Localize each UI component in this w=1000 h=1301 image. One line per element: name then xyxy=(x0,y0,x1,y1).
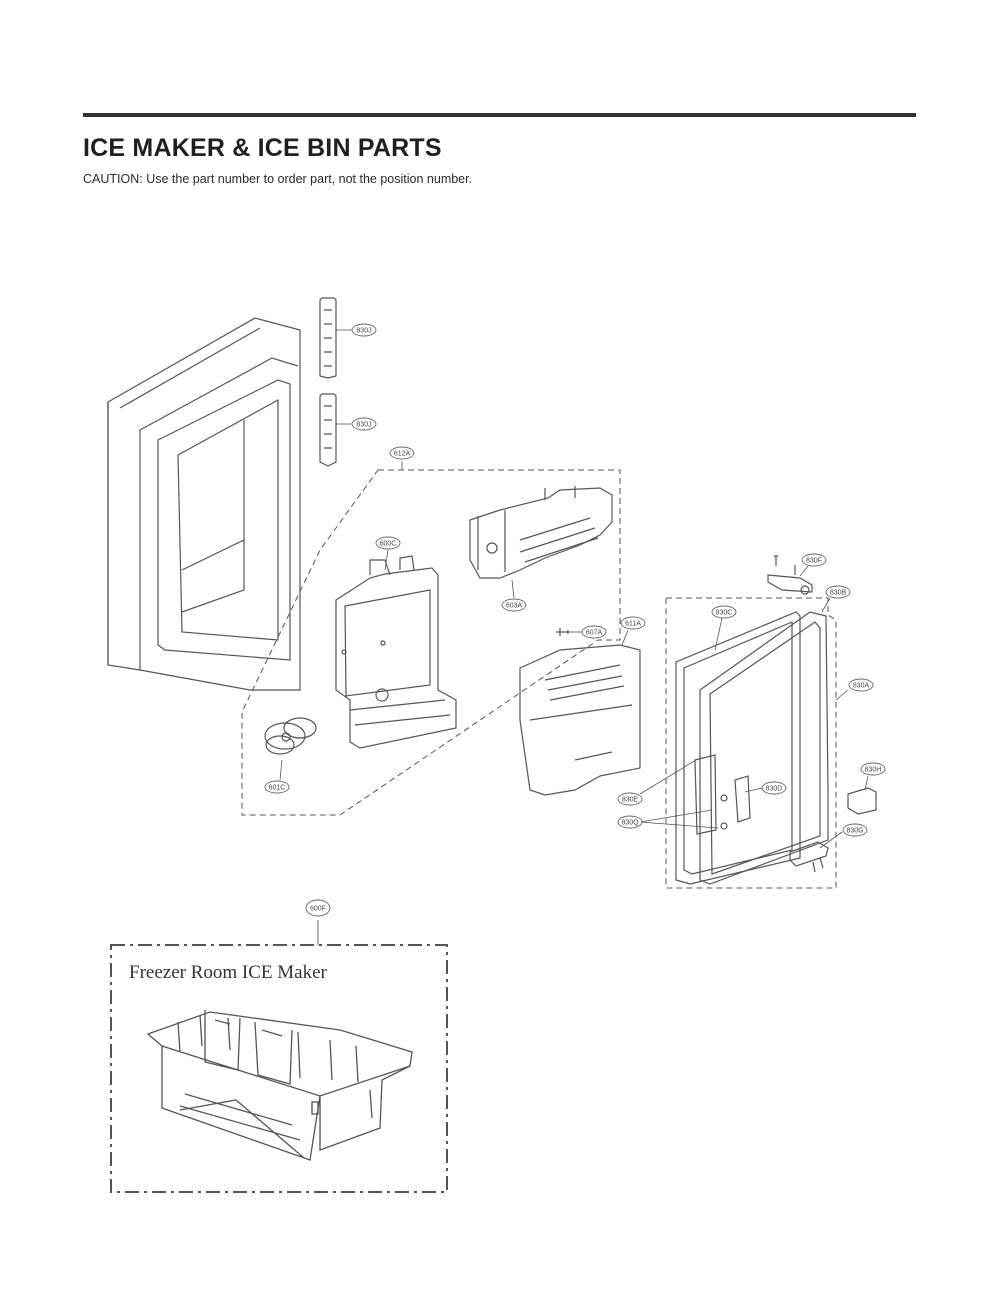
callout-bubbles: 830J 830J 612A 600C 603A 601C xyxy=(264,323,886,917)
callout-612a: 612A xyxy=(389,446,415,460)
callout-601c: 601C xyxy=(264,780,290,794)
callout-830b: 830B xyxy=(825,585,851,599)
screw-607a xyxy=(556,628,569,636)
callout-830f: 830F xyxy=(801,553,827,567)
callout-611a: 611A xyxy=(620,616,646,630)
freezer-icemaker-drawing xyxy=(146,1010,413,1161)
page-title: ICE MAKER & ICE BIN PARTS xyxy=(83,134,442,162)
svg-text:600C: 600C xyxy=(380,541,397,548)
svg-text:607A: 607A xyxy=(586,630,603,637)
svg-text:603A: 603A xyxy=(506,603,523,610)
header-rule xyxy=(83,113,916,117)
svg-text:830C: 830C xyxy=(716,610,733,617)
callout-600c: 600C xyxy=(375,536,401,550)
inset-frame xyxy=(110,944,448,1193)
callout-603a: 603A xyxy=(501,598,527,612)
svg-text:830E: 830E xyxy=(622,797,639,804)
svg-text:830D: 830D xyxy=(766,786,783,793)
door-liner-frame xyxy=(107,317,301,691)
bracket-830g xyxy=(789,841,829,873)
caution-note: CAUTION: Use the part number to order pa… xyxy=(83,172,473,186)
trim-strip-lower xyxy=(319,393,337,467)
svg-text:600F: 600F xyxy=(310,906,326,913)
icemaker-603a xyxy=(469,486,613,579)
callout-830j-top: 830J xyxy=(351,323,377,337)
trim-strip-upper xyxy=(319,297,337,379)
svg-text:611A: 611A xyxy=(625,621,641,628)
svg-text:830J: 830J xyxy=(356,422,371,429)
door-assembly-outline xyxy=(665,597,837,889)
callout-830j-bottom: 830J xyxy=(351,417,377,431)
assembly-612a-outline xyxy=(241,469,621,816)
svg-text:601C: 601C xyxy=(269,785,286,792)
svg-text:830F: 830F xyxy=(806,558,822,565)
bracket-830h xyxy=(847,787,877,815)
svg-text:830H: 830H xyxy=(865,767,882,774)
callout-600f: 600F xyxy=(305,899,331,917)
callout-830c: 830C xyxy=(711,605,737,619)
svg-text:830Q: 830Q xyxy=(621,820,639,827)
callout-607a: 607A xyxy=(581,625,607,639)
gasket-830c xyxy=(675,611,801,885)
callout-830e: 830E xyxy=(617,792,643,806)
callout-830g: 830G xyxy=(842,823,868,837)
door-panel-830b xyxy=(694,611,829,885)
svg-text:612A: 612A xyxy=(394,451,411,458)
hinge-bracket-830f xyxy=(767,555,813,595)
gear-set-601c xyxy=(264,717,317,755)
svg-text:830J: 830J xyxy=(356,328,371,335)
inset-title: Freezer Room ICE Maker xyxy=(129,962,328,983)
callout-830q: 830Q xyxy=(617,815,643,829)
callout-830h: 830H xyxy=(860,762,886,776)
svg-text:830G: 830G xyxy=(846,828,863,835)
svg-text:830B: 830B xyxy=(830,590,847,597)
callout-830a: 830A xyxy=(848,678,874,692)
svg-text:830A: 830A xyxy=(853,683,870,690)
bracket-600c xyxy=(335,555,457,749)
callout-830d: 830D xyxy=(761,781,787,795)
cover-611a xyxy=(519,644,641,796)
callout-leaders xyxy=(279,329,869,945)
